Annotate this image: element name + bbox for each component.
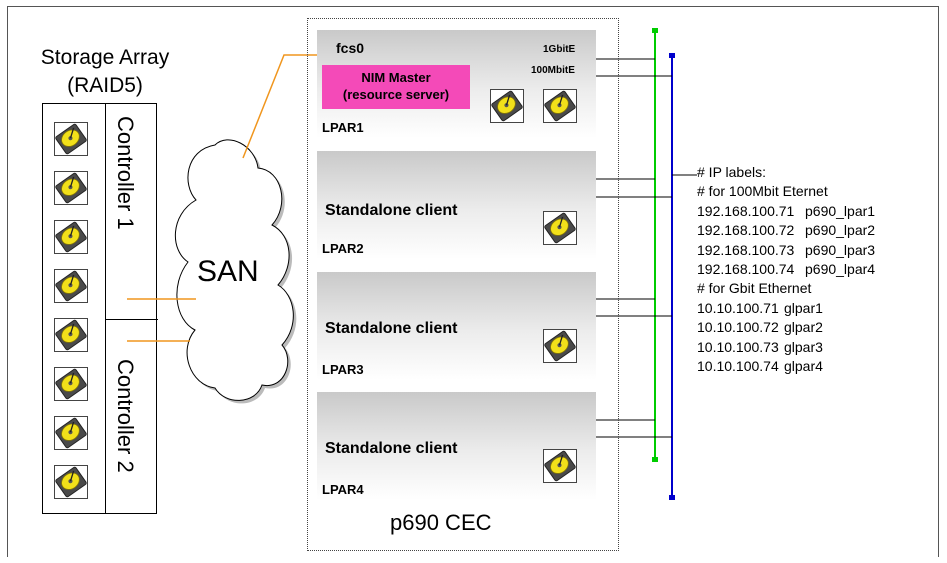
- hard-disk-icon: [54, 318, 88, 352]
- lpar2-role: Standalone client: [325, 202, 458, 219]
- hard-disk-icon: [54, 269, 88, 303]
- array-divider-horizontal: [105, 319, 158, 320]
- storage-array-title: Storage Array (RAID5): [20, 44, 190, 100]
- storage-title-line2: (RAID5): [67, 74, 143, 97]
- hard-disk-icon: [54, 367, 88, 401]
- lpar2-box: Standalone client LPAR2: [317, 151, 596, 259]
- hard-disk-icon: [543, 211, 577, 245]
- hard-disk-icon: [490, 89, 524, 123]
- diagram-frame: [7, 6, 939, 557]
- lpar2-label: LPAR2: [322, 241, 364, 256]
- lpar1-label: LPAR1: [322, 120, 364, 135]
- san-cloud: [175, 139, 297, 404]
- ip-header: # IP labels:: [697, 164, 767, 180]
- hard-disk-icon: [543, 329, 577, 363]
- storage-title-line1: Storage Array: [40, 46, 170, 69]
- mbit-adapter-label: 100MbitE: [531, 65, 575, 76]
- storage-array: Controller 1 Controller 2: [42, 103, 158, 514]
- nim-master-subtitle: (resource server): [342, 87, 450, 102]
- nim-master-badge: NIM Master (resource server): [322, 65, 470, 109]
- hard-disk-icon: [54, 171, 88, 205]
- ip-section-gbit: # for Gbit Ethernet: [697, 280, 812, 297]
- array-divider-vertical: [105, 104, 106, 513]
- hard-disk-icon: [54, 122, 88, 156]
- lpar1-box: fcs0 1GbitE 100MbitE NIM Master (resourc…: [317, 30, 596, 138]
- gbit-adapter-label: 1GbitE: [543, 44, 576, 55]
- hard-disk-icon: [54, 465, 88, 499]
- san-label: SAN: [197, 255, 259, 288]
- ip-section-mbit: # for 100Mbit Eternet: [697, 183, 828, 200]
- fcs0-adapter-label: fcs0: [336, 40, 365, 56]
- lpar4-role: Standalone client: [325, 440, 458, 457]
- p690-cec-label: p690 CEC: [390, 510, 492, 535]
- lpar3-box: Standalone client LPAR3: [317, 272, 596, 380]
- lpar3-label: LPAR3: [322, 362, 364, 377]
- nim-master-title: NIM Master: [361, 70, 431, 85]
- hard-disk-icon: [543, 449, 577, 483]
- ip-labels-block: # IP labels: # for 100Mbit Eternet 192.1…: [697, 163, 875, 376]
- lpar3-role: Standalone client: [325, 320, 458, 337]
- lpar4-label: LPAR4: [322, 482, 364, 497]
- hard-disk-icon: [543, 89, 577, 123]
- hard-disk-icon: [54, 416, 88, 450]
- p690-cec-box: [307, 18, 619, 551]
- hard-disk-icon: [54, 220, 88, 254]
- lpar4-box: Standalone client LPAR4: [317, 392, 596, 500]
